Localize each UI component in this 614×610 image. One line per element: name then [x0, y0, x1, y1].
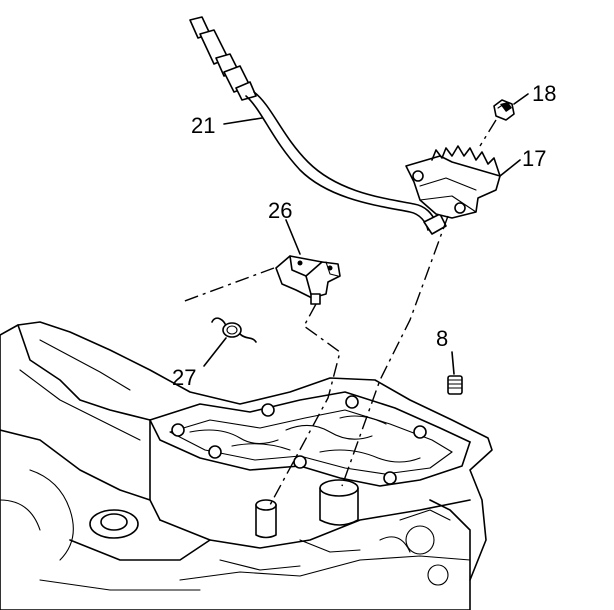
nut [493, 99, 515, 121]
callout-8: 8 [436, 326, 448, 351]
callout-17: 17 [522, 146, 546, 171]
manual-shift-lever [405, 145, 501, 219]
spring [211, 317, 257, 343]
callout-27: 27 [172, 365, 196, 390]
assembly-lines [181, 119, 497, 506]
callout-26: 26 [268, 198, 292, 223]
shift-cable [189, 16, 447, 235]
leader-lines [203, 93, 529, 375]
detent-spring [447, 375, 463, 395]
bracket [275, 255, 341, 305]
callout-18: 18 [532, 81, 556, 106]
transmission-case [0, 321, 493, 610]
callout-21: 21 [191, 113, 215, 138]
